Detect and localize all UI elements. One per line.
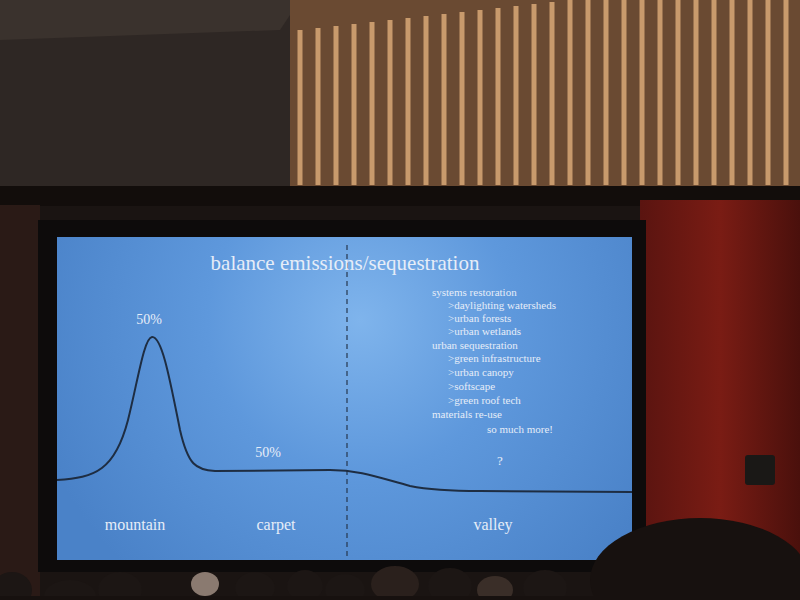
list-item: >softscape bbox=[448, 380, 495, 392]
plateau-value: 50% bbox=[255, 445, 281, 460]
list-note: so much more! bbox=[487, 423, 553, 435]
screen-frame bbox=[38, 220, 646, 572]
emissions-curve bbox=[57, 337, 632, 492]
wood-wall bbox=[290, 0, 800, 188]
ceiling-edge bbox=[0, 0, 300, 40]
region-label: carpet bbox=[256, 516, 295, 534]
list-item: >urban canopy bbox=[448, 366, 514, 378]
list-item: >urban wetlands bbox=[448, 325, 521, 337]
left-wall bbox=[0, 0, 300, 190]
list-item: >green infrastructure bbox=[448, 352, 541, 364]
wood-slats bbox=[300, 0, 786, 185]
wall-speaker bbox=[745, 455, 775, 485]
region-label: mountain bbox=[105, 516, 165, 534]
list-item: >urban forests bbox=[448, 312, 511, 324]
unknown-value: ? bbox=[497, 454, 503, 468]
list-heading: systems restoration bbox=[432, 286, 517, 298]
list-item: >green roof tech bbox=[448, 394, 521, 406]
list-heading: urban sequestration bbox=[432, 339, 518, 351]
region-label: valley bbox=[473, 516, 512, 534]
slide-title: balance emissions/sequestration bbox=[211, 252, 480, 275]
list-item: >daylighting watersheds bbox=[448, 299, 556, 311]
peak-value: 50% bbox=[136, 312, 162, 327]
slide-screen bbox=[57, 237, 632, 560]
left-curtain bbox=[0, 205, 40, 600]
divider-dashed-line bbox=[346, 245, 347, 556]
list-heading: materials re-use bbox=[432, 408, 502, 420]
